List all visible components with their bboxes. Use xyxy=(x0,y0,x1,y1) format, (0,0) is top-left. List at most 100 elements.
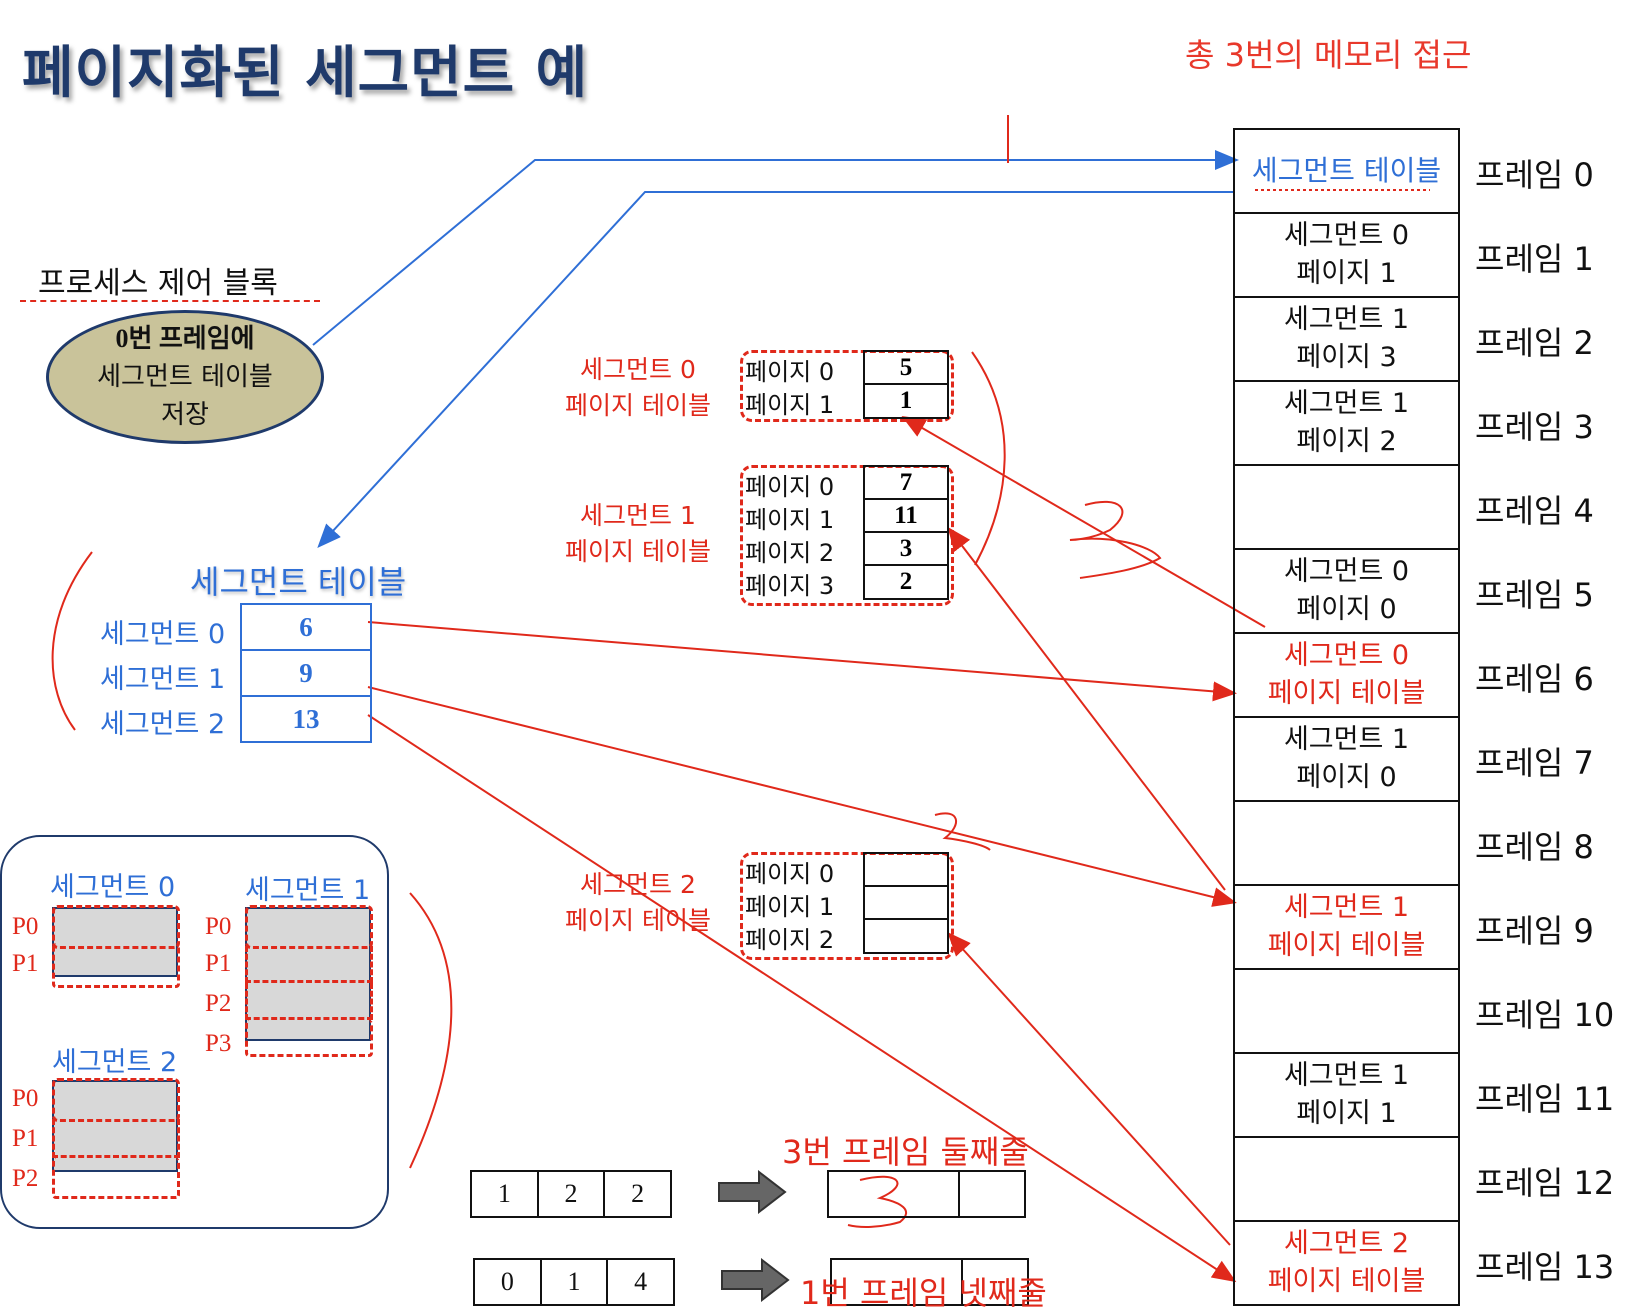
memory-frame-9-line1: 세그먼트 1 xyxy=(1283,892,1410,923)
memory-frame-7: 세그먼트 1 페이지 0 xyxy=(1233,716,1460,800)
frame-label-1: 프레임 1 xyxy=(1475,240,1594,278)
memory-frame-12 xyxy=(1233,1136,1460,1220)
lv-seg2-p0-dash xyxy=(52,1078,180,1122)
memory-frame-6-line1: 세그먼트 0 xyxy=(1283,640,1410,671)
address-2: 0 1 4 xyxy=(473,1258,675,1306)
memory-frame-1-line1: 세그먼트 0 xyxy=(1283,220,1410,251)
seg1-to-frame9-arrow xyxy=(367,686,1237,907)
result-1-offset xyxy=(960,1172,1024,1216)
memory-frame-8 xyxy=(1233,800,1460,884)
pt0-label: 세그먼트 0 페이지 테이블 xyxy=(565,352,711,424)
lv-seg1-p3-dash xyxy=(245,1020,373,1057)
pt1-frame-cell-2: 3 xyxy=(863,531,949,565)
memory-frame-13-line2: 페이지 테이블 xyxy=(1267,1266,1426,1297)
lv-seg2-label: 세그먼트 2 xyxy=(52,1047,178,1078)
lv-seg1-p3-label: P3 xyxy=(205,1030,232,1057)
lv-seg0-label: 세그먼트 0 xyxy=(50,872,176,903)
pcb-line3: 저장 xyxy=(161,400,209,430)
result-2-note: 1번 프레임 넷째줄 xyxy=(800,1274,1047,1312)
pt0-frame-cell-0: 5 xyxy=(863,350,949,384)
pt0-frame-cell-1: 1 xyxy=(863,383,949,419)
lv-seg1-p1-dash xyxy=(245,946,373,983)
memory-frame-13-line1: 세그먼트 2 xyxy=(1283,1228,1410,1259)
lv-seg2-p2-dash xyxy=(52,1158,180,1199)
seg2-to-frame13-arrow xyxy=(367,714,1237,1283)
segment-table-label-0: 세그먼트 0 xyxy=(100,619,226,650)
memory-frame-3: 세그먼트 1 페이지 2 xyxy=(1233,380,1460,464)
frame-label-4: 프레임 4 xyxy=(1475,492,1594,530)
address-2-offset: 4 xyxy=(634,1267,648,1296)
pt0-page-label-0: 페이지 0 xyxy=(745,358,835,386)
memory-frame-10 xyxy=(1233,968,1460,1052)
frame-label-10: 프레임 10 xyxy=(1475,996,1615,1034)
segment-table-title: 세그먼트 테이블 xyxy=(190,563,407,601)
pcb-line2: 세그먼트 테이블 xyxy=(97,362,273,392)
page-title: 페이지화된 세그먼트 예 xyxy=(22,41,589,106)
memory-frame-2-line1: 세그먼트 1 xyxy=(1283,304,1410,335)
frame-label-11: 프레임 11 xyxy=(1475,1080,1615,1118)
memory-frame-0: 세그먼트 테이블 xyxy=(1233,128,1460,212)
lv-seg1-label: 세그먼트 1 xyxy=(245,875,371,906)
memory-frame-7-line1: 세그먼트 1 xyxy=(1283,724,1410,755)
pt0-label-line1: 세그먼트 0 xyxy=(580,355,696,384)
lv-seg2-p1-label: P1 xyxy=(12,1125,39,1152)
pt1-dashed-border xyxy=(740,465,954,606)
frame-label-5: 프레임 5 xyxy=(1475,576,1594,614)
frame0-to-segment-table-arrow xyxy=(317,191,1235,548)
pt1-page-label-0: 페이지 0 xyxy=(745,473,835,501)
result-1-note: 3번 프레임 둘째줄 xyxy=(782,1133,1029,1171)
address-1-offset: 2 xyxy=(631,1179,645,1208)
address-1-arrow-icon xyxy=(718,1170,787,1214)
pt2-frame-cell-2 xyxy=(863,918,949,954)
lv-seg0-p0-dash xyxy=(52,905,180,949)
lv-seg1-p2-dash xyxy=(245,983,373,1020)
pt1-frame-cell-1: 11 xyxy=(863,498,949,532)
pcb-line1: 0번 프레임에 xyxy=(115,324,255,353)
frame9-to-pt1-arrow xyxy=(947,526,1226,891)
pt2-page-label-2: 페이지 2 xyxy=(745,926,835,954)
pt0-label-line2: 페이지 테이블 xyxy=(565,391,711,420)
memory-frame-11-line1: 세그먼트 1 xyxy=(1283,1060,1410,1091)
pcb-underline xyxy=(20,300,320,302)
logical-segments-box xyxy=(0,835,389,1229)
pcb-title: 프로세스 제어 블록 xyxy=(38,266,278,301)
pt2-dashed-border xyxy=(740,852,954,960)
pt1-label: 세그먼트 1 페이지 테이블 xyxy=(565,498,711,570)
pt2-label-line1: 세그먼트 2 xyxy=(580,870,696,899)
address-1-page: 2 xyxy=(539,1172,606,1216)
frame-label-9: 프레임 9 xyxy=(1475,912,1594,950)
frame-label-0: 프레임 0 xyxy=(1475,156,1594,194)
address-2-arrow-icon xyxy=(721,1258,790,1302)
memory-frame-1: 세그먼트 0 페이지 1 xyxy=(1233,212,1460,296)
segment-table-row-2: 13 xyxy=(292,704,320,734)
pt2-page-label-1: 페이지 1 xyxy=(745,893,835,921)
frame-label-13: 프레임 13 xyxy=(1475,1248,1615,1286)
frame-label-6: 프레임 6 xyxy=(1475,660,1594,698)
lv-seg1-p1-label: P1 xyxy=(205,950,232,977)
lv-seg2-p0-label: P0 xyxy=(12,1085,39,1112)
segment-table-label-2: 세그먼트 2 xyxy=(100,709,226,740)
memory-frame-3-line1: 세그먼트 1 xyxy=(1283,388,1410,419)
pt1-page-label-2: 페이지 2 xyxy=(745,539,835,567)
segment-table-label-1: 세그먼트 1 xyxy=(100,664,226,695)
result-1-frame xyxy=(829,1172,960,1216)
lv-seg1-p2-label: P2 xyxy=(205,990,232,1017)
pt1-frame-cell-3: 2 xyxy=(863,564,949,600)
memory-frame-7-line2: 페이지 0 xyxy=(1296,762,1397,793)
segment-table: 6 9 13 xyxy=(240,603,372,743)
frame-label-3: 프레임 3 xyxy=(1475,408,1594,446)
frame6-to-pt0-arrow xyxy=(901,415,1266,628)
lv-seg1-p0-label: P0 xyxy=(205,913,232,940)
memory-frame-1-line2: 페이지 1 xyxy=(1296,258,1397,289)
address-1: 1 2 2 xyxy=(470,1170,672,1218)
memory-frame-3-line2: 페이지 2 xyxy=(1296,426,1397,457)
lv-seg0-p1-dash xyxy=(52,943,180,988)
pt1-page-label-1: 페이지 1 xyxy=(745,506,835,534)
frame-label-2: 프레임 2 xyxy=(1475,324,1594,362)
memory-frame-5-line1: 세그먼트 0 xyxy=(1283,556,1410,587)
address-1-seg: 1 xyxy=(472,1172,539,1216)
